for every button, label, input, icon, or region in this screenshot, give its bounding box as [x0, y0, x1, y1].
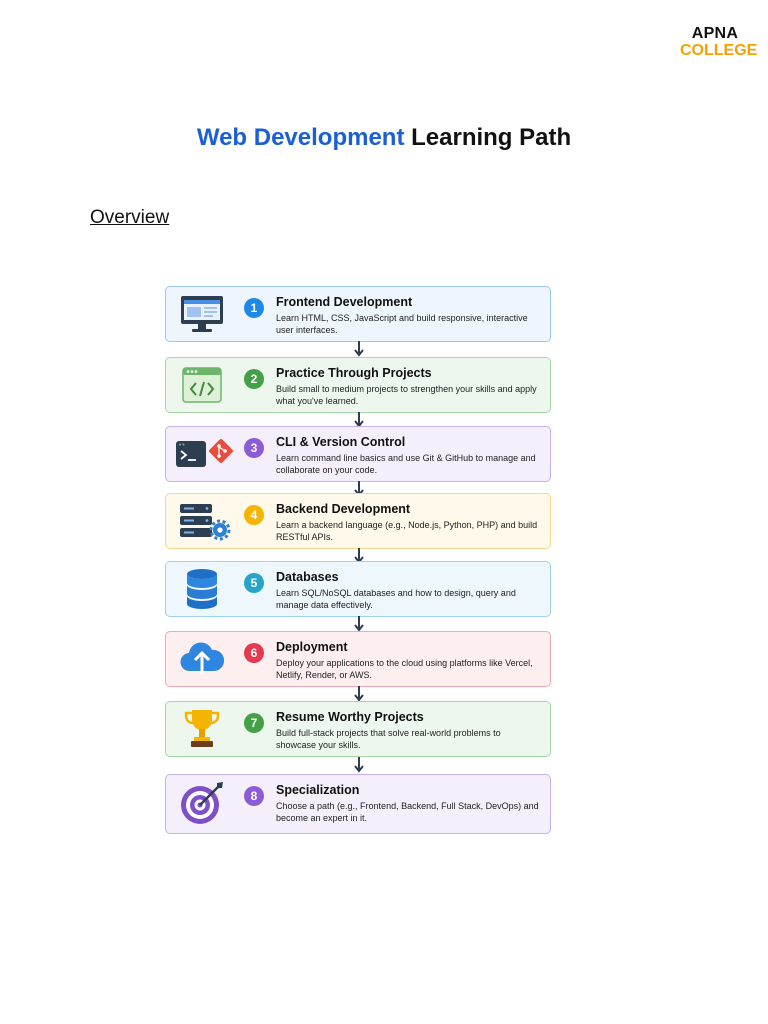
step-title: Backend Development [276, 502, 411, 516]
arrow-down-icon [354, 686, 364, 702]
step-card-6: 6 Deployment Deploy your applications to… [165, 631, 551, 687]
arrow-down-icon [354, 341, 364, 357]
logo-line-2: COLLEGE [680, 42, 758, 59]
step-number-badge: 2 [244, 369, 264, 389]
step-title: Deployment [276, 640, 348, 654]
step-title: Databases [276, 570, 339, 584]
trophy-icon [178, 708, 226, 750]
step-description: Deploy your applications to the cloud us… [276, 658, 533, 680]
cloud-upload-icon [178, 638, 226, 680]
step-description: Learn SQL/NoSQL databases and how to des… [276, 588, 516, 610]
step-card-5: 5 Databases Learn SQL/NoSQL databases an… [165, 561, 551, 617]
database-icon [178, 568, 226, 610]
apna-college-logo: APNA COLLEGE [680, 25, 758, 59]
step-number-badge: 7 [244, 713, 264, 733]
title-highlight: Web Development [196, 124, 405, 151]
title-rest: Learning Path [411, 124, 572, 151]
step-card-8: 8 Specialization Choose a path (e.g., Fr… [165, 774, 551, 834]
page-title: Web Development Learning Path [0, 124, 768, 152]
server-gear-icon [176, 500, 232, 542]
arrow-down-icon [354, 757, 364, 773]
target-icon [178, 782, 226, 824]
step-title: Frontend Development [276, 295, 413, 309]
code-window-icon [178, 364, 226, 406]
step-number-badge: 4 [244, 505, 264, 525]
terminal-git-icon [174, 433, 234, 475]
step-title: Specialization [276, 783, 360, 797]
step-card-3: 3 CLI & Version Control Learn command li… [165, 426, 551, 482]
arrow-down-icon [354, 616, 364, 632]
overview-heading: Overview [90, 207, 170, 228]
step-description: Learn a backend language (e.g., Node.js,… [276, 520, 538, 542]
step-description: Learn HTML, CSS, JavaScript and build re… [276, 313, 528, 335]
step-number-badge: 1 [244, 298, 264, 318]
step-card-7: 7 Resume Worthy Projects Build full-stac… [165, 701, 551, 757]
logo-line-1: APNA [691, 25, 739, 42]
monitor-icon [178, 293, 226, 335]
step-title: Resume Worthy Projects [276, 710, 424, 724]
step-number-badge: 5 [244, 573, 264, 593]
step-card-2: 2 Practice Through Projects Build small … [165, 357, 551, 413]
step-number-badge: 3 [244, 438, 264, 458]
step-description: Build full-stack projects that solve rea… [276, 728, 501, 750]
step-description: Choose a path (e.g., Frontend, Backend, … [276, 801, 539, 823]
step-card-1: 1 Frontend Development Learn HTML, CSS, … [165, 286, 551, 342]
step-number-badge: 8 [244, 786, 264, 806]
step-title: CLI & Version Control [276, 435, 406, 449]
step-description: Learn command line basics and use Git & … [276, 453, 536, 475]
step-title: Practice Through Projects [276, 366, 432, 380]
step-number-badge: 6 [244, 643, 264, 663]
step-description: Build small to medium projects to streng… [276, 384, 537, 406]
step-card-4: 4 Backend Development Learn a backend la… [165, 493, 551, 549]
